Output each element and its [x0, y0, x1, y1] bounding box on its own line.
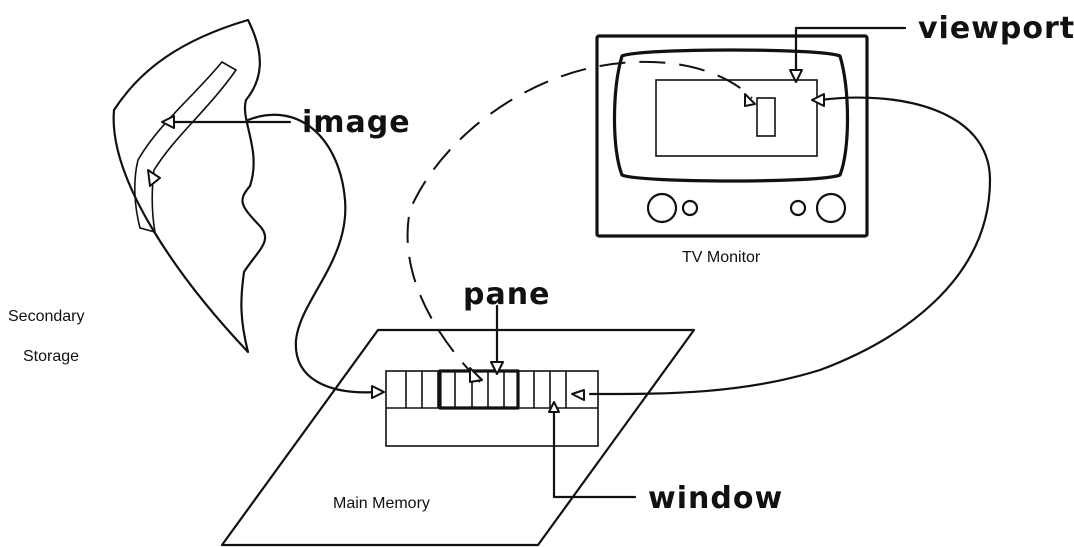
viewport-arrowhead — [789, 69, 803, 83]
image-arrowhead — [161, 115, 175, 129]
viewport-right-arrowhead — [811, 93, 825, 107]
viewport-pointer — [794, 26, 907, 76]
memory-cells — [405, 371, 567, 408]
knob-right-small — [789, 199, 807, 217]
main-memory — [220, 328, 696, 547]
pane-label: pane — [463, 277, 550, 312]
main-memory-label: Main Memory — [333, 495, 430, 512]
pane-on-screen — [756, 97, 776, 137]
pane-arrowhead — [490, 361, 504, 375]
image-to-memory-curve — [246, 113, 380, 394]
window-label: window — [648, 481, 783, 516]
image-label: image — [302, 105, 411, 140]
viewport-pane-arrowhead — [744, 93, 756, 107]
viewport-label: viewport — [918, 11, 1074, 46]
memory-right-arrowhead — [571, 389, 585, 401]
secondary-storage-shape — [112, 18, 267, 354]
window-arrowhead — [548, 401, 560, 413]
pane-dashed-arrowhead — [469, 367, 483, 383]
dashed-pane-to-viewport — [406, 60, 753, 383]
image-track-arrowhead — [147, 169, 161, 187]
secondary-storage-label-line2: Storage — [23, 348, 79, 365]
knob-right-large — [815, 192, 847, 224]
tv-monitor — [595, 34, 869, 238]
knob-left-small — [681, 199, 699, 217]
secondary-storage-label-line1: Secondary — [8, 308, 85, 325]
tv-monitor-label: TV Monitor — [682, 249, 761, 266]
memory-left-arrowhead — [371, 385, 385, 399]
knob-left-large — [646, 192, 678, 224]
window-pointer — [552, 405, 637, 499]
image-track — [134, 60, 238, 234]
pane-rect — [438, 369, 520, 410]
viewport-to-memory-curve — [588, 96, 992, 396]
viewport-rect — [655, 79, 818, 157]
